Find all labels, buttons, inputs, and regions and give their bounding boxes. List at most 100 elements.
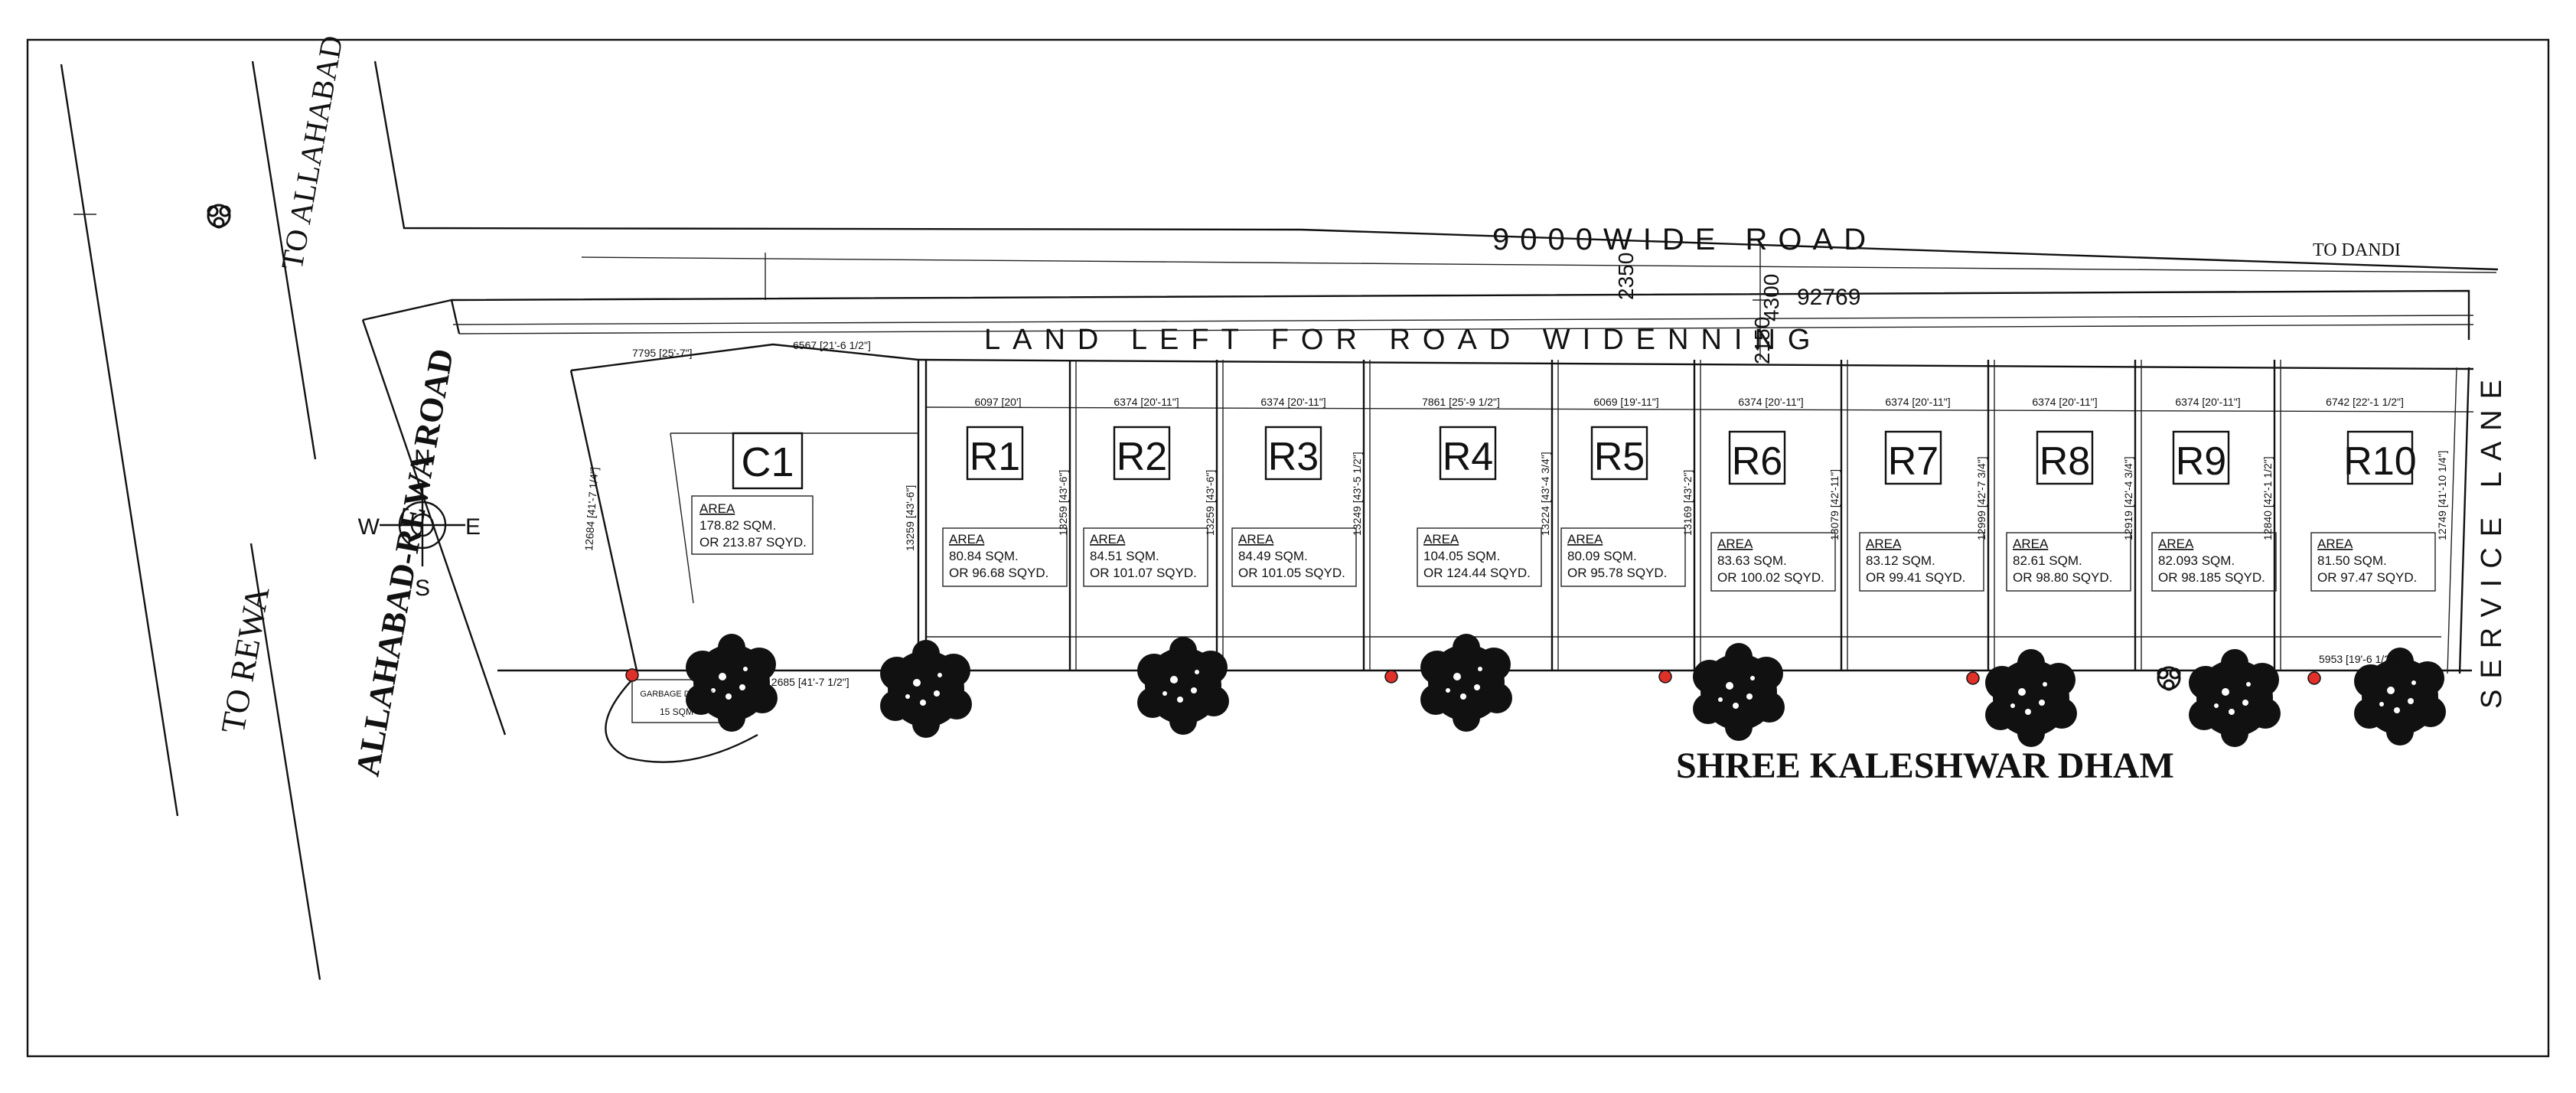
c1-dim-left: 12684 [41'-7 1/4"] <box>582 467 601 551</box>
plot-side-dim: 12749 [41'-10 1/4"] <box>2436 451 2448 540</box>
compass-icon <box>380 484 465 566</box>
plot-area-sqm: 82.093 SQM. <box>2158 553 2235 568</box>
plot-area-sqyd: OR 100.02 SQYD. <box>1717 570 1824 585</box>
dim-2150: 2150 <box>1750 317 1774 364</box>
tree-icon <box>1137 637 1229 735</box>
plot-side-dim: 13169 [43'-2"] <box>1681 470 1694 536</box>
plot-top-dim: 6069 [19'-11"] <box>1593 396 1658 408</box>
project-title: SHREE KALESHWAR DHAM <box>1676 746 2174 786</box>
plot-top-dim: 6097 [20'] <box>974 396 1021 408</box>
plot-label-box <box>1113 426 1171 481</box>
plot-area-sqyd: OR 99.41 SQYD. <box>1866 570 1965 585</box>
plot-label-box <box>1439 426 1497 481</box>
plot-area-box <box>1417 527 1542 587</box>
plot-top-dim: 6374 [20'-11"] <box>1885 396 1950 408</box>
compass-w: W <box>358 514 380 540</box>
plot-area-sqm: 83.12 SQM. <box>1866 553 1935 568</box>
service-lane-label: SERVICE LANE <box>2476 369 2508 709</box>
main-road-edge-top <box>373 60 2499 271</box>
plot-bottom-dim: 5953 [19'-6 1/2"] <box>2319 653 2397 665</box>
plot-top-dim: 6374 [20'-11"] <box>2175 396 2240 408</box>
plot-area-box <box>1083 527 1208 587</box>
plot-area-sqyd: OR 124.44 SQYD. <box>1423 566 1531 580</box>
plot-area-sqm: 104.05 SQM. <box>1423 549 1500 563</box>
plot-area-sqyd: OR 98.80 SQYD. <box>2013 570 2112 585</box>
plot-top-dim: 6374 [20'-11"] <box>1260 396 1325 408</box>
garbage-depot-arc <box>605 679 758 763</box>
plot-area-title: AREA <box>1717 537 1753 551</box>
plot-side-dim: 13249 [43'-5 1/2"] <box>1351 452 1363 536</box>
plot-label-box <box>1590 426 1648 481</box>
to-rewa-label: TO REWA <box>214 583 277 736</box>
main-road-label: 9000WIDE ROAD <box>1492 223 1877 256</box>
c1-label-box <box>732 432 804 490</box>
plot-label: R1 <box>970 435 1020 479</box>
widening-line-1 <box>452 315 2474 325</box>
plot-label: R5 <box>1594 435 1645 479</box>
plot-area-sqm: 80.09 SQM. <box>1567 549 1637 563</box>
tree-icon <box>1693 643 1785 741</box>
plot-area-title: AREA <box>1090 532 1126 546</box>
dim-4300: 4300 <box>1759 274 1783 321</box>
plot-area-title: AREA <box>2013 537 2049 551</box>
plots-inner-line <box>925 406 2474 413</box>
plot-area-title: AREA <box>1567 532 1603 546</box>
plot-top-dim: 6374 [20'-11"] <box>1738 396 1803 408</box>
plot-top-dim: 7861 [25'-9 1/2"] <box>1422 396 1500 408</box>
plot-area-box <box>2310 532 2436 592</box>
plot-top-dim: 6374 [20'-11"] <box>2032 396 2097 408</box>
plot-label-box <box>2036 430 2094 485</box>
plots-top-edge <box>918 358 2474 370</box>
plot-area-box <box>2006 532 2131 592</box>
plot-area-sqyd: OR 96.68 SQYD. <box>949 566 1048 580</box>
plot-area-sqm: 83.63 SQM. <box>1717 553 1787 568</box>
plot-label-box <box>2172 430 2230 485</box>
plot-area-title: AREA <box>2317 537 2353 551</box>
c1-area-sqm: 178.82 SQM. <box>699 518 776 533</box>
road-edge-lower <box>249 543 321 980</box>
tree-icon <box>880 640 972 738</box>
tree-icon <box>1420 634 1512 732</box>
tree-icon <box>686 634 778 732</box>
c1-dim-bottom: 12685 [41'-7 1/2"] <box>765 676 849 688</box>
plot-label: R10 <box>2343 439 2416 484</box>
plot-side-dim: 13224 [43'-4 3/4"] <box>1539 452 1551 536</box>
plot-area-title: AREA <box>1866 537 1902 551</box>
c1-inner-left <box>670 432 694 604</box>
plot-area-sqyd: OR 101.07 SQYD. <box>1090 566 1197 580</box>
sheet-border <box>26 38 2550 1058</box>
main-road-length: 92769 <box>1797 285 1860 310</box>
plot-side-dim: 12919 [42'-4 3/4"] <box>2122 456 2134 540</box>
c1-left-edge <box>569 370 638 671</box>
compass-s: S <box>415 576 430 601</box>
site-corner <box>362 299 461 334</box>
plot-label-box <box>2346 430 2414 485</box>
plot-area-box <box>1560 527 1686 587</box>
plot-side-dim: 12840 [42'-1 1/2"] <box>2261 456 2274 540</box>
site-boundary-top <box>451 289 2470 340</box>
to-dandi-label: TO DANDI <box>2313 240 2401 260</box>
allahabad-rewa-road-label: ALLAHABAD-REWA ROAD <box>349 346 461 779</box>
widening-label: LAND LEFT FOR ROAD WIDENNING <box>984 324 1822 356</box>
plot-dividers <box>924 360 2281 670</box>
c1-outline <box>570 343 920 670</box>
plot-label-box <box>1884 430 1942 485</box>
road-edge-outer <box>60 64 179 817</box>
site-boundary-left <box>361 319 507 736</box>
plot-area-sqm: 84.49 SQM. <box>1238 549 1308 563</box>
plot-side-dim: 12999 [42'-7 3/4"] <box>1975 456 1987 540</box>
c1-label: C1 <box>741 439 794 485</box>
plot-label: R7 <box>1888 439 1939 484</box>
plot-area-sqm: 80.84 SQM. <box>949 549 1019 563</box>
plot-top-dim: 6374 [20'-11"] <box>1114 396 1179 408</box>
tree-icon <box>1985 649 2077 747</box>
plot-label: R4 <box>1443 435 1493 479</box>
plot-label: R6 <box>1732 439 1782 484</box>
plot-area-box <box>1859 532 1984 592</box>
c1-dim-top-left: 7795 [25'-7"] <box>632 347 692 359</box>
small-tree-icon <box>207 204 231 229</box>
plot-area-box <box>2151 532 2277 592</box>
plot-label: R3 <box>1268 435 1319 479</box>
plot-area-sqyd: OR 97.47 SQYD. <box>2317 570 2417 585</box>
